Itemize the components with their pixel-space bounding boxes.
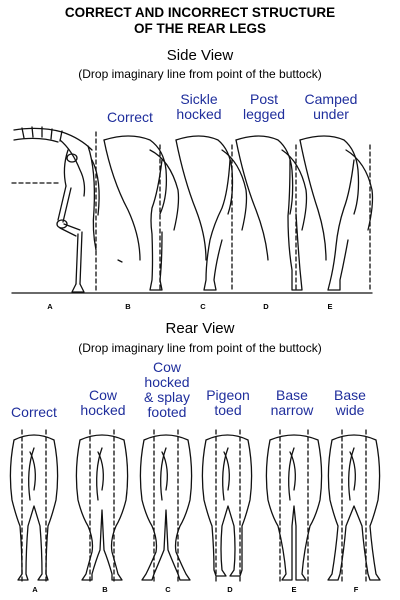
title-line-2: OF THE REAR LEGS [133, 21, 266, 36]
side-horse-d [235, 135, 308, 291]
side-view-heading: Side View [166, 47, 234, 64]
side-letter-d: D [263, 302, 269, 311]
rear-horse-c [139, 434, 193, 581]
side-letter-e: E [327, 302, 333, 311]
side-horse-c [175, 135, 248, 291]
side-letter-c: C [200, 302, 206, 311]
rear-letter-a: A [32, 585, 38, 594]
rear-label-correct: Correct [11, 404, 57, 420]
rear-horse-f [327, 434, 381, 581]
rear-letter-c: C [165, 585, 171, 594]
rear-horse-b [75, 434, 129, 581]
side-letter-a: A [47, 302, 53, 311]
rear-horse-d [201, 434, 253, 577]
rear-horse-e [265, 434, 323, 581]
side-horse-b [103, 135, 180, 291]
rear-letter-b: B [102, 585, 108, 594]
rear-letter-d: D [227, 585, 233, 594]
rear-view-heading: Rear View [165, 320, 235, 337]
rear-horse-a [9, 434, 59, 581]
side-label-correct: Correct [107, 109, 153, 125]
side-skeleton-a [13, 126, 100, 293]
rear-letter-e: E [291, 585, 297, 594]
side-horse-e [299, 135, 374, 291]
side-view-subheading: (Drop imaginary line from point of the b… [78, 67, 322, 81]
rear-letter-f: F [353, 585, 359, 594]
rear-view-subheading: (Drop imaginary line from point of the b… [78, 341, 322, 355]
side-letter-b: B [125, 302, 131, 311]
title-line-1: CORRECT AND INCORRECT STRUCTURE [64, 5, 336, 20]
